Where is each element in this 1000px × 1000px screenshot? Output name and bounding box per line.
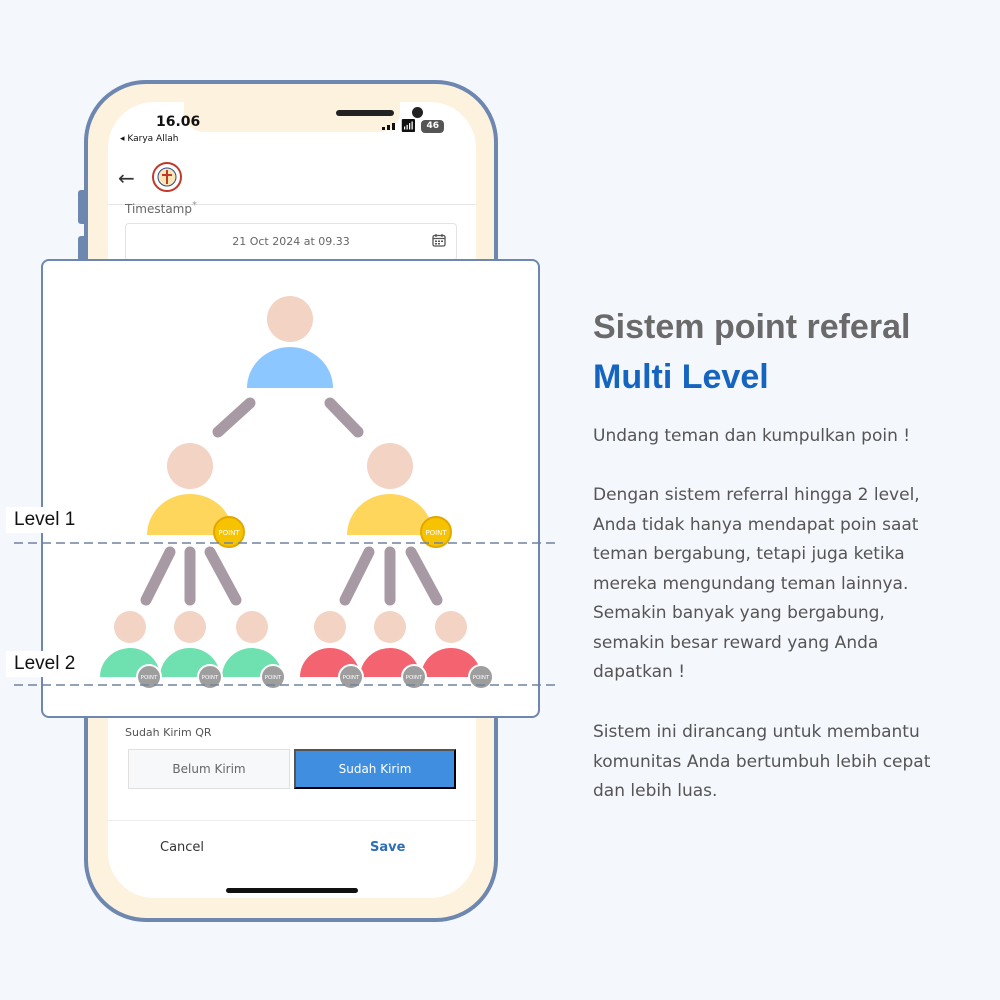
promo-body-line: komunitas Anda bertumbuh lebih cepat — [593, 751, 931, 772]
level2-label: Level 2 — [6, 651, 84, 677]
sudah-kirim-button[interactable]: Sudah Kirim — [294, 749, 456, 789]
calendar-icon[interactable] — [432, 233, 446, 247]
phone-side-button — [78, 190, 85, 224]
promo-body-line: dapatkan ! — [593, 662, 686, 682]
timestamp-value: 21 Oct 2024 at 09.33 — [232, 235, 350, 248]
promo-body-line: mereka mengundang teman lainnya. — [593, 573, 909, 594]
save-button[interactable]: Save — [370, 840, 406, 855]
promo-body-line: Dengan sistem referral hingga 2 level, — [593, 485, 920, 505]
promo-intro: Undang teman dan kumpulkan poin ! — [593, 426, 911, 446]
promo-title-line2: Multi Level — [593, 358, 769, 396]
home-indicator[interactable] — [226, 888, 358, 893]
status-icons: 📶︎ 46 — [381, 119, 444, 134]
qr-status-label: Sudah Kirim QR — [125, 726, 212, 739]
referral-diagram-card — [41, 259, 540, 718]
wifi-icon: 📶︎ — [399, 119, 417, 134]
promo-body-1: Dengan sistem referral hingga 2 level, A… — [593, 481, 973, 688]
status-time: 16.06 — [156, 114, 201, 130]
organization-logo-icon — [152, 162, 182, 192]
camera — [412, 107, 423, 118]
cancel-button[interactable]: Cancel — [160, 840, 205, 855]
bottom-action-bar: Cancel Save — [108, 820, 476, 873]
promo-body-line: semakin besar reward yang Anda — [593, 632, 879, 653]
belum-kirim-button[interactable]: Belum Kirim — [128, 749, 290, 789]
promo-body-line: Sistem ini dirancang untuk membantu — [593, 722, 920, 742]
promo-body-2: Sistem ini dirancang untuk membantu komu… — [593, 718, 973, 807]
promo-body-line: Semakin banyak yang bergabung, — [593, 603, 885, 623]
phone-notch — [184, 102, 423, 132]
signal-icon — [381, 123, 395, 130]
app-bar: ← — [108, 154, 476, 205]
level1-label: Level 1 — [6, 507, 84, 533]
promo-body-line: teman bergabung, tetapi juga ketika — [593, 544, 905, 564]
timestamp-label: Timestamp* — [125, 200, 197, 216]
promo-body-line: Anda tidak hanya mendapat poin saat — [593, 514, 919, 535]
promo-title-line1: Sistem point referal — [593, 308, 911, 346]
back-arrow-icon[interactable]: ← — [118, 166, 135, 190]
timestamp-input[interactable]: 21 Oct 2024 at 09.33 — [125, 223, 457, 261]
battery-icon: 46 — [421, 120, 444, 133]
speaker — [336, 110, 394, 116]
status-back-app[interactable]: ◂ Karya Allah — [120, 134, 179, 144]
promo-body-line: dan lebih luas. — [593, 781, 718, 801]
